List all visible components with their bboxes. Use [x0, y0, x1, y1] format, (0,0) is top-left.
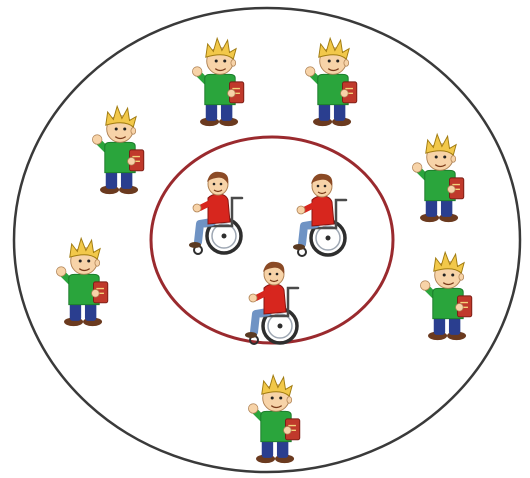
outer-child-6: [420, 252, 471, 340]
inner-child-wheelchair-3: [245, 262, 298, 344]
outer-child-3: [92, 106, 143, 194]
outer-child-7: [248, 375, 299, 463]
inner-child-wheelchair-2: [293, 174, 346, 256]
outer-child-5: [56, 238, 107, 326]
outer-child-2: [305, 38, 356, 126]
inner-child-wheelchair-1: [189, 172, 242, 254]
outer-child-1: [192, 38, 243, 126]
outer-child-4: [412, 134, 463, 222]
